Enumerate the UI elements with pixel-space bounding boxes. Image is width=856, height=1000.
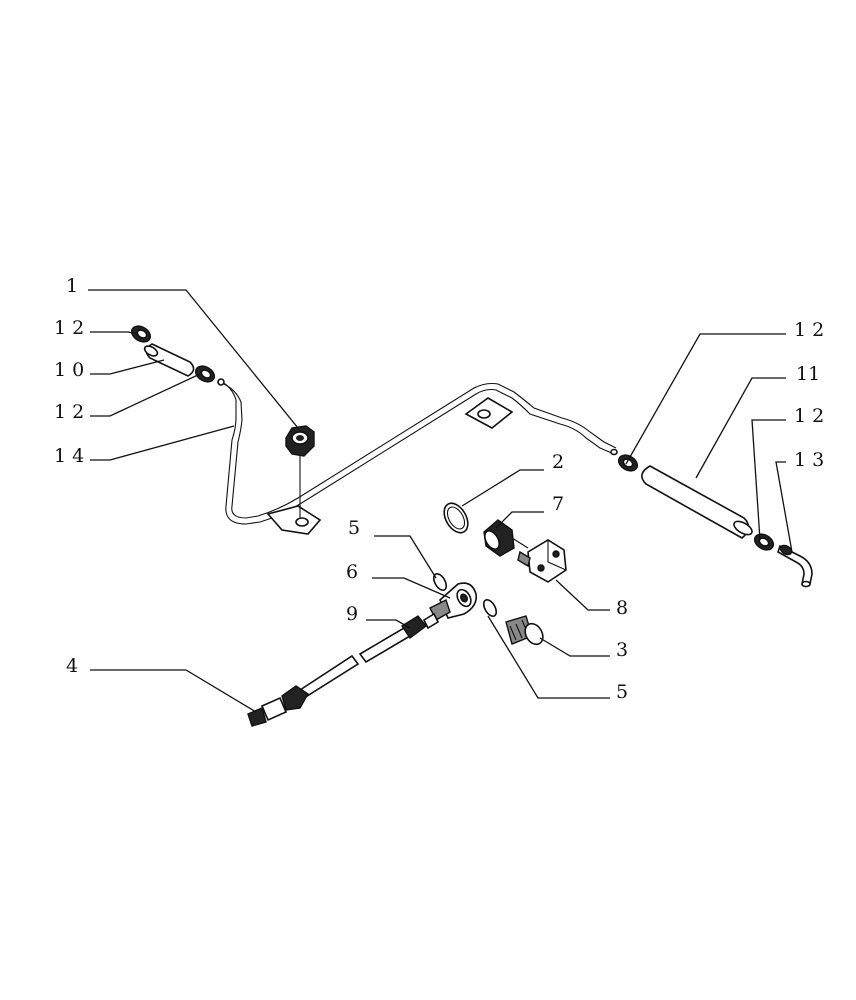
o-ring-2 bbox=[443, 502, 469, 534]
callout-11: 11 bbox=[796, 363, 820, 385]
callout-5-upper: 5 bbox=[348, 517, 360, 539]
seal-washer-5-upper bbox=[432, 573, 448, 591]
callout-8: 8 bbox=[616, 597, 628, 619]
callout-6: 6 bbox=[346, 561, 358, 583]
seal-washer-5-lower bbox=[482, 599, 498, 617]
callout-4: 4 bbox=[66, 655, 78, 677]
pipe-9 bbox=[358, 612, 440, 664]
sleeve-10 bbox=[143, 343, 195, 377]
callout-5-lower: 5 bbox=[616, 681, 628, 703]
callout-13: 1 3 bbox=[794, 449, 824, 471]
clamp-12-right-bottom bbox=[753, 533, 775, 551]
callout-10: 1 0 bbox=[54, 359, 84, 381]
clamp-12-right-top bbox=[617, 454, 639, 472]
callout-12-a: 1 2 bbox=[54, 317, 84, 339]
leader-lines bbox=[88, 289, 793, 713]
banjo-bolt-3 bbox=[505, 615, 544, 646]
callout-1: 1 bbox=[66, 275, 78, 297]
callout-12-b: 1 2 bbox=[54, 401, 84, 423]
callout-14: 1 4 bbox=[54, 445, 84, 467]
sleeve-11 bbox=[641, 465, 753, 539]
callout-12-c: 1 2 bbox=[794, 319, 824, 341]
fitting-4 bbox=[247, 685, 309, 727]
callout-3: 3 bbox=[616, 639, 628, 661]
pipe-segment-lower bbox=[298, 654, 360, 700]
callout-9: 9 bbox=[346, 603, 358, 625]
banjo-fitting-6 bbox=[429, 582, 478, 621]
callout-12-d: 1 2 bbox=[794, 405, 824, 427]
clamp-12-left-bottom bbox=[194, 365, 216, 383]
callout-labels: 1 1 2 1 0 1 2 1 4 1 2 11 1 2 1 3 2 7 5 6… bbox=[54, 275, 824, 703]
callout-7: 7 bbox=[552, 493, 564, 515]
nut-1 bbox=[285, 425, 315, 518]
union-fitting-7 bbox=[483, 519, 529, 557]
callout-2: 2 bbox=[552, 451, 564, 473]
elbow-fitting-13 bbox=[777, 544, 813, 588]
tube-assembly-14 bbox=[217, 378, 618, 535]
clamp-12-left-top bbox=[130, 325, 152, 343]
block-fitting-8 bbox=[517, 539, 567, 583]
